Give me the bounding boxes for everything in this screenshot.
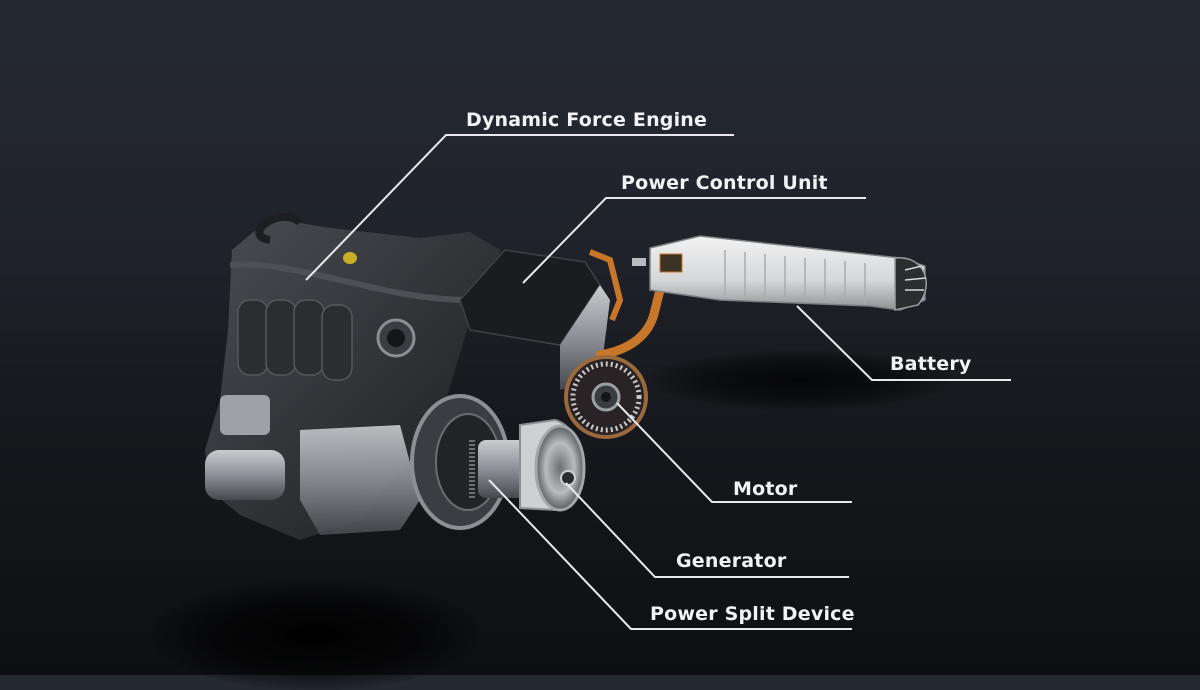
label-power-split-device: Power Split Device [650,603,855,625]
engine-shadow [150,580,480,690]
leader-line-generator [565,482,849,578]
label-battery: Battery [890,353,972,375]
label-power-control-unit: Power Control Unit [621,172,828,194]
label-dynamic-force-engine: Dynamic Force Engine [466,109,708,131]
leader-lines [305,134,1011,630]
battery-body [632,235,927,311]
motor-body [564,355,648,439]
component-illustration [205,134,1011,630]
leader-line-battery [796,305,1011,381]
leader-line-motor [616,402,852,503]
orange-cable [595,285,665,360]
leader-line-engine [305,134,734,281]
leader-line-psd [488,479,852,630]
label-generator: Generator [676,550,787,572]
label-motor: Motor [733,478,798,500]
powertrain-diagram: Dynamic Force Engine Power Control Unit … [150,109,1011,690]
engine-body [205,212,500,540]
leader-line-pcu [522,197,866,284]
